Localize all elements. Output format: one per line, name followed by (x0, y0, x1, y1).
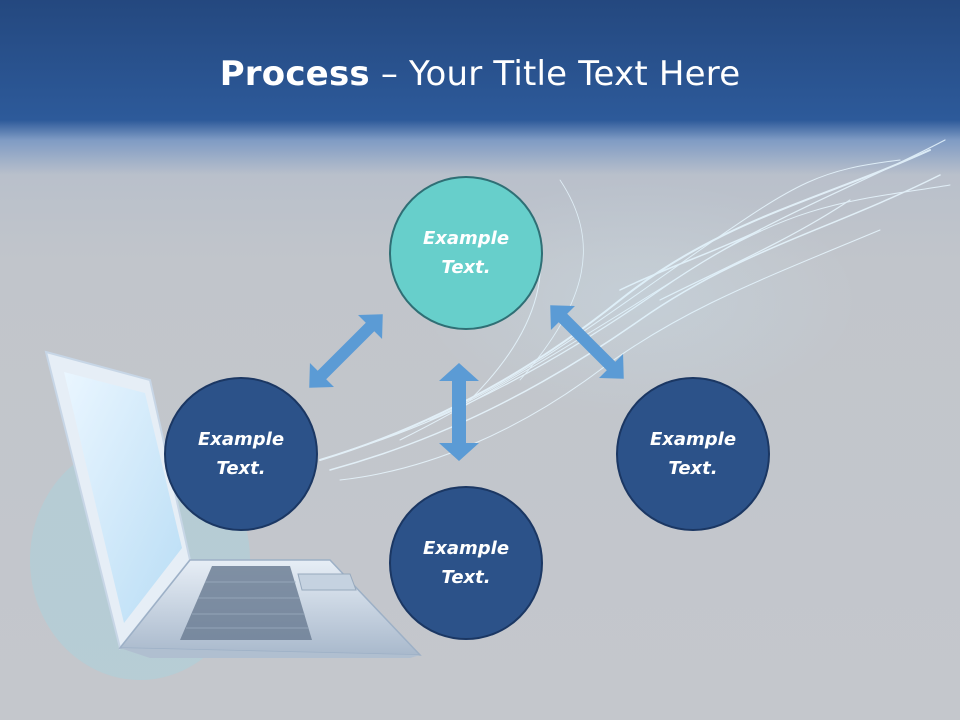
process-node-bottom: Example Text. (389, 486, 543, 640)
node-top-label: Example Text. (422, 228, 510, 278)
slide-title: Process – Your Title Text Here (0, 52, 960, 96)
process-node-top: Example Text. (389, 176, 543, 330)
arrow-top-left-icon (309, 314, 383, 388)
node-right-label: Example Text. (649, 429, 737, 479)
arrow-vertical-icon (439, 363, 479, 461)
node-bottom-label: Example Text. (422, 538, 510, 588)
process-node-right: Example Text. (616, 377, 770, 531)
arrow-top-right-icon (550, 305, 624, 379)
node-left-label: Example Text. (197, 429, 285, 479)
title-bold: Process (219, 54, 370, 94)
title-rest: – Your Title Text Here (369, 54, 741, 94)
process-node-left: Example Text. (164, 377, 318, 531)
